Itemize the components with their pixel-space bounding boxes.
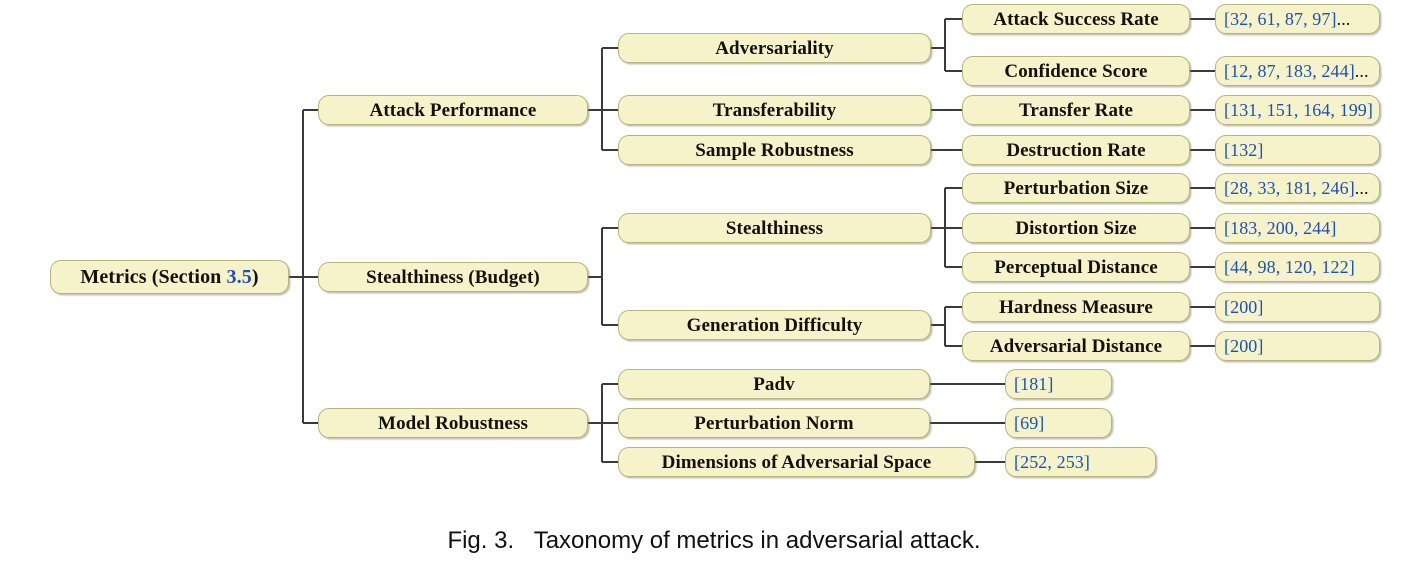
metric-node-destruction-rate[interactable]: Destruction Rate: [962, 135, 1190, 165]
category-node-adversariality[interactable]: Adversariality: [618, 33, 931, 63]
metric-node-transfer-rate[interactable]: Transfer Rate: [962, 95, 1190, 125]
metric-label: Transfer Rate: [1018, 99, 1134, 121]
citation-numbers: [132]: [1224, 140, 1264, 160]
metric-label: Perturbation Size: [1003, 177, 1149, 199]
metric-node-adversarial-distance[interactable]: Adversarial Distance: [962, 331, 1190, 361]
metric-node-perturbation-norm[interactable]: Perturbation Norm: [618, 408, 930, 438]
metric-label: Destruction Rate: [1006, 139, 1146, 161]
citation-numbers: [181]: [1014, 374, 1054, 394]
branch-node-model-robustness[interactable]: Model Robustness: [318, 408, 588, 438]
metric-label: Distortion Size: [1015, 217, 1137, 239]
citation-node-adversarial-distance[interactable]: [200]: [1215, 331, 1380, 361]
citation-node-padv[interactable]: [181]: [1005, 369, 1112, 399]
citation-label: [44, 98, 120, 122]: [1224, 258, 1355, 276]
citation-node-perturbation-norm[interactable]: [69]: [1005, 408, 1112, 438]
citation-numbers: [131, 151, 164, 199]: [1224, 100, 1373, 120]
category-label: Stealthiness: [725, 217, 824, 239]
citation-numbers: [28, 33, 181, 246]: [1224, 178, 1355, 198]
figure-caption: Fig. 3. Taxonomy of metrics in adversari…: [447, 527, 981, 554]
citation-label: [69]: [1014, 414, 1044, 432]
metric-node-dimensions-of-adversarial-space[interactable]: Dimensions of Adversarial Space: [618, 447, 975, 477]
citation-numbers: [200]: [1224, 297, 1264, 317]
citation-numbers: [12, 87, 183, 244]: [1224, 61, 1355, 81]
citation-label: [183, 200, 244]: [1224, 219, 1337, 237]
branch-label: Attack Performance: [369, 99, 537, 121]
citation-label: [181]: [1014, 375, 1054, 393]
citation-node-destruction-rate[interactable]: [132]: [1215, 135, 1380, 165]
category-node-sample-robustness[interactable]: Sample Robustness: [618, 135, 931, 165]
metric-node-perceptual-distance[interactable]: Perceptual Distance: [962, 252, 1190, 282]
root-label-section: 3.5: [226, 266, 252, 288]
metric-node-attack-success-rate[interactable]: Attack Success Rate: [962, 4, 1190, 34]
category-label: Transferability: [712, 99, 837, 121]
citation-ellipsis: ...: [1354, 178, 1369, 198]
citation-label: [132]: [1224, 141, 1264, 159]
citation-node-dimensions-of-adversarial-space[interactable]: [252, 253]: [1005, 447, 1156, 477]
citation-ellipsis: ...: [1354, 61, 1369, 81]
metric-label: Dimensions of Adversarial Space: [661, 451, 932, 473]
category-label: Generation Difficulty: [686, 314, 863, 336]
citation-ellipsis: ...: [1336, 9, 1351, 29]
metric-label: Hardness Measure: [999, 296, 1153, 318]
branch-label: Stealthiness (Budget): [366, 266, 540, 288]
citation-node-transfer-rate[interactable]: [131, 151, 164, 199]: [1215, 95, 1380, 125]
root-label-suffix: ): [251, 266, 259, 288]
citation-node-perceptual-distance[interactable]: [44, 98, 120, 122]: [1215, 252, 1380, 282]
citation-numbers: [252, 253]: [1014, 452, 1090, 472]
category-node-generation-difficulty[interactable]: Generation Difficulty: [618, 310, 931, 340]
branch-node-stealthiness-budget[interactable]: Stealthiness (Budget): [318, 262, 588, 292]
root-label-prefix: Metrics (Section: [80, 266, 227, 288]
citation-node-hardness-measure[interactable]: [200]: [1215, 292, 1380, 322]
metric-node-distortion-size[interactable]: Distortion Size: [962, 213, 1190, 243]
citation-node-distortion-size[interactable]: [183, 200, 244]: [1215, 213, 1380, 243]
root-node-metrics[interactable]: Metrics (Section 3.5): [50, 260, 289, 294]
citation-label: [200]: [1224, 337, 1264, 355]
category-label: Adversariality: [715, 37, 834, 59]
citation-label: [32, 61, 87, 97]...: [1224, 10, 1350, 28]
metric-label: Attack Success Rate: [993, 8, 1159, 30]
category-node-transferability[interactable]: Transferability: [618, 95, 931, 125]
metric-label: Confidence Score: [1004, 60, 1148, 82]
metric-node-hardness-measure[interactable]: Hardness Measure: [962, 292, 1190, 322]
metric-label: Padv: [753, 373, 795, 395]
citation-node-attack-success-rate[interactable]: [32, 61, 87, 97]...: [1215, 4, 1380, 34]
category-node-stealthiness[interactable]: Stealthiness: [618, 213, 931, 243]
citation-numbers: [183, 200, 244]: [1224, 218, 1337, 238]
citation-numbers: [44, 98, 120, 122]: [1224, 257, 1355, 277]
branch-node-attack-performance[interactable]: Attack Performance: [318, 95, 588, 125]
metric-label: Adversarial Distance: [989, 335, 1163, 357]
citation-numbers: [32, 61, 87, 97]: [1224, 9, 1337, 29]
citation-label: [252, 253]: [1014, 453, 1090, 471]
citation-node-perturbation-size[interactable]: [28, 33, 181, 246]...: [1215, 173, 1380, 203]
branch-label: Model Robustness: [378, 412, 528, 434]
category-label: Sample Robustness: [695, 139, 854, 161]
metric-node-perturbation-size[interactable]: Perturbation Size: [962, 173, 1190, 203]
citation-label: [12, 87, 183, 244]...: [1224, 62, 1369, 80]
citation-label: [200]: [1224, 298, 1264, 316]
metric-node-padv[interactable]: Padv: [618, 369, 930, 399]
citation-numbers: [69]: [1014, 413, 1045, 433]
citation-node-confidence-score[interactable]: [12, 87, 183, 244]...: [1215, 56, 1380, 86]
citation-label: [28, 33, 181, 246]...: [1224, 179, 1369, 197]
metric-label: Perturbation Norm: [694, 412, 854, 434]
citation-numbers: [200]: [1224, 336, 1264, 356]
metric-node-confidence-score[interactable]: Confidence Score: [962, 56, 1190, 86]
root-node-label: Metrics (Section 3.5): [80, 267, 258, 287]
metric-label: Perceptual Distance: [994, 256, 1158, 278]
citation-label: [131, 151, 164, 199]: [1224, 101, 1373, 119]
